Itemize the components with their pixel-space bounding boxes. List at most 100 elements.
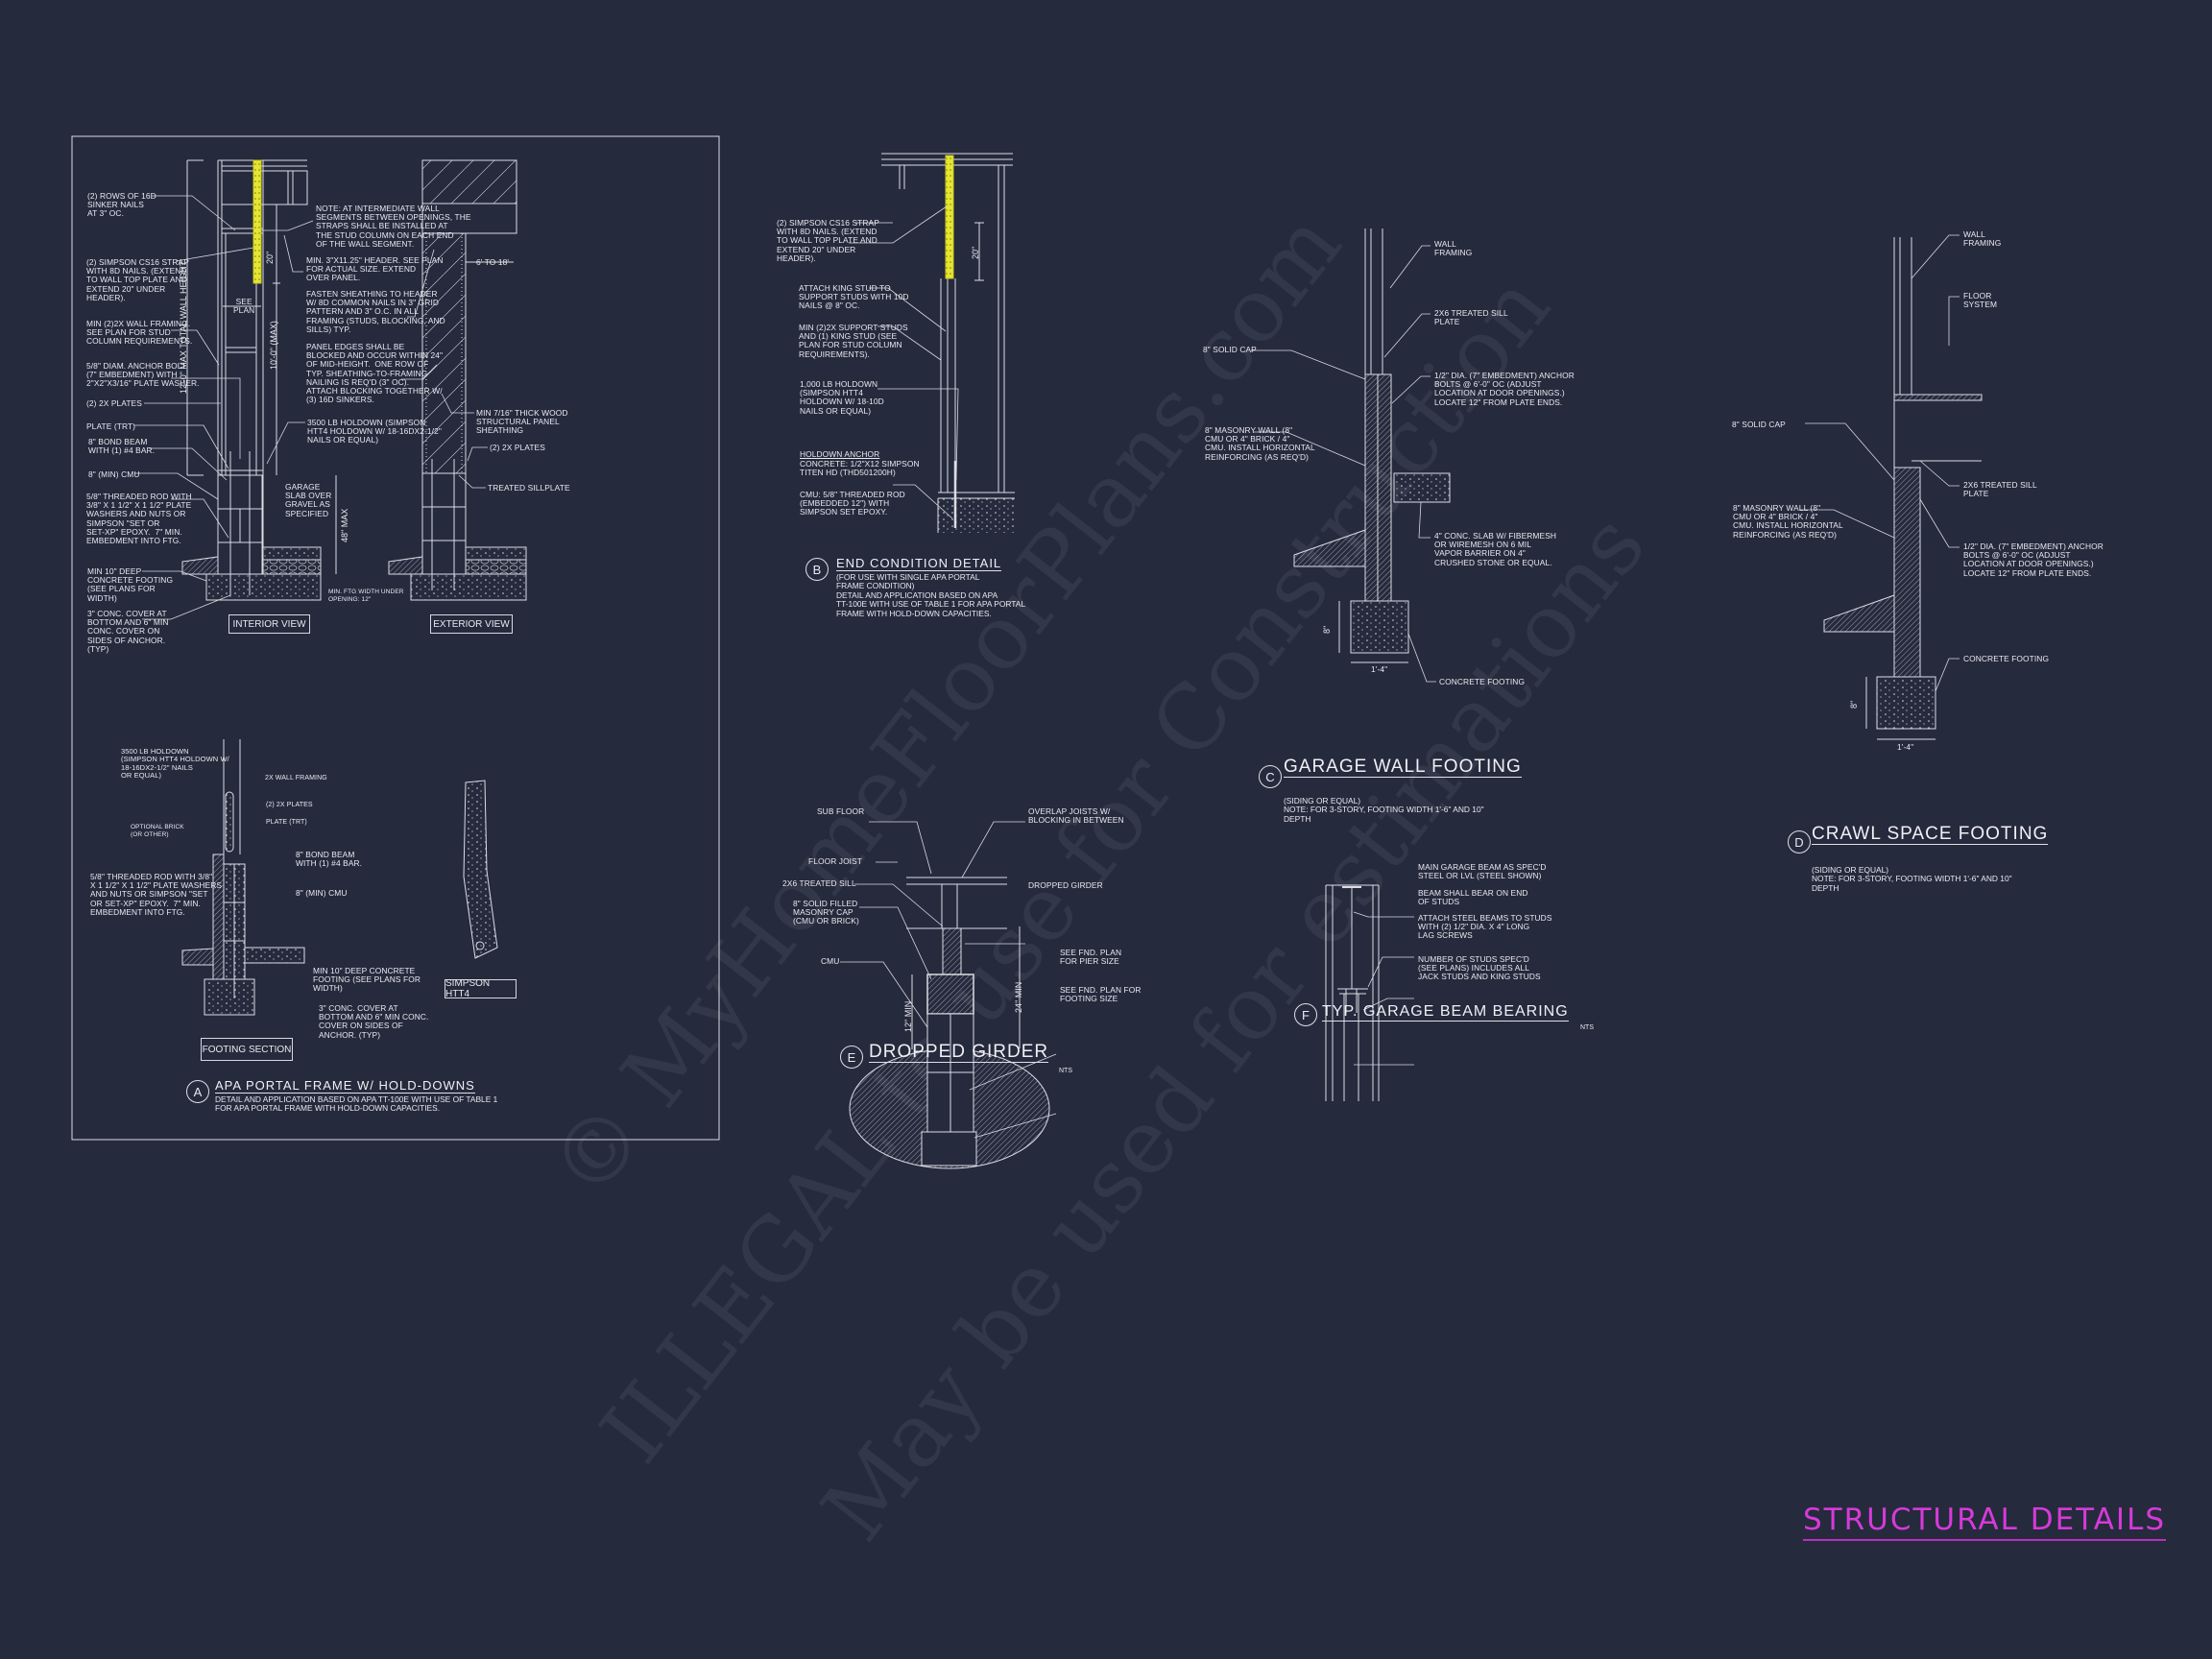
label-treated-sillplate: TREATED SILLPLATE xyxy=(488,483,570,493)
fs-label-conc-cover: 3" CONC. COVER AT BOTTOM AND 6" MIN CONC… xyxy=(319,1003,429,1040)
cs16-strap-interior xyxy=(252,159,262,284)
d-label-concrete-footing: CONCRETE FOOTING xyxy=(1963,654,2050,663)
detail-d-title: CRAWL SPACE FOOTING xyxy=(1812,824,2049,845)
detail-c-marker: C xyxy=(1259,765,1282,788)
d-label-floor-system: FLOOR SYSTEM xyxy=(1963,291,1998,310)
footing-section-tag: FOOTING SECTION xyxy=(201,1038,293,1061)
b-label-holdown-1000: 1,000 LB HOLDOWN (SIMPSON HTT4 HOLDOWN W… xyxy=(800,379,884,416)
garage-beam-bearing-drawing xyxy=(1325,884,1380,1101)
fs-label-bond-beam: 8" BOND BEAM WITH (1) #4 BAR. xyxy=(296,850,363,869)
label-plates: (2) 2x PLATES xyxy=(86,398,142,408)
c-dim-8: 8" xyxy=(1322,625,1332,634)
simpson-htt4-tag: SIMPSON HTT4 xyxy=(445,978,517,999)
dropped-girder-drawing xyxy=(849,877,1050,1169)
detail-b-marker: B xyxy=(805,558,829,581)
detail-c-subtitle: (SIDING OR EQUAL) NOTE: FOR 3-STORY, FOO… xyxy=(1284,796,1484,824)
b-label-support-studs: MIN (2)2X SUPPORT STUDS AND (1) KING STU… xyxy=(799,323,908,359)
fs-label-plate-trt: PLATE (TRT) xyxy=(266,819,307,826)
footing-section-drawing xyxy=(181,739,498,1016)
d-label-wall-framing: WALL FRAMING xyxy=(1963,229,2002,249)
d-dim-8: 8" xyxy=(1849,700,1859,709)
detail-a-marker: A xyxy=(186,1080,209,1103)
f-label-bear-on-studs: BEAM SHALL BEAR ON END OF STUDS xyxy=(1418,888,1528,907)
dim-20-inch: 20" xyxy=(265,251,275,264)
c-label-sill-plate: 2x6 TREATED SILL PLATE xyxy=(1434,308,1508,327)
b-label-king-stud: ATTACH KING STUD TO SUPPORT STUDS WITH 1… xyxy=(799,283,909,311)
c-label-anchor-bolts: 1/2" DIA. (7" EMBEDMENT) ANCHOR BOLTS @ … xyxy=(1434,371,1575,407)
fs-label-threaded-rod: 5/8" THREADED ROD WITH 3/8" x 1 1/2" x 1… xyxy=(90,872,223,917)
e-label-masonry-cap: 8" SOLID FILLED MASONRY CAP (CMU OR BRIC… xyxy=(793,899,859,926)
detail-e-nts: NTS xyxy=(1059,1068,1072,1074)
label-panel-edges: PANEL EDGES SHALL BE BLOCKED AND OCCUR W… xyxy=(306,342,444,405)
c-label-masonry-wall: 8" MASONRY WALL (8" CMU OR 4" BRICK / 4"… xyxy=(1205,425,1315,462)
sheet-title: STRUCTURAL DETAILS xyxy=(1803,1503,2167,1541)
e-label-treated-sill: 2x6 TREATED SILL xyxy=(782,878,856,888)
f-label-number-studs: NUMBER OF STUDS SPEC'D (SEE PLANS) INCLU… xyxy=(1418,954,1541,982)
fs-label-plates: (2) 2x PLATES xyxy=(266,802,313,808)
d-label-anchor-bolts: 1/2" DIA. (7" EMBEDMENT) ANCHOR BOLTS @ … xyxy=(1963,541,2104,578)
fs-label-optional-brick: OPTIONAL BRICK (OR OTHER) xyxy=(131,824,184,838)
detail-d-subtitle: (SIDING OR EQUAL) NOTE: FOR 3-STORY, FOO… xyxy=(1812,865,2012,893)
detail-e-title: DROPPED GIRDER xyxy=(869,1042,1049,1063)
label-min-footing: MIN 10" DEEP CONCRETE FOOTING (SEE PLANS… xyxy=(87,566,174,603)
c-label-conc-slab: 4" CONC. SLAB w/ FIBERMESH OR WIREMESH O… xyxy=(1434,531,1557,567)
detail-a-subtitle: DETAIL AND APPLICATION BASED ON APA TT-1… xyxy=(215,1094,498,1114)
dim-10ft-max: 10'-0" (MAX) xyxy=(269,321,278,370)
detail-f-marker: F xyxy=(1294,1003,1317,1026)
e-dim-12-min: 12" MIN xyxy=(903,1000,913,1032)
label-plates-ext: (2) 2x PLATES xyxy=(490,443,545,452)
detail-e-marker: E xyxy=(840,1046,863,1069)
e-dim-24-min: 24" MIN xyxy=(1014,981,1023,1013)
c-label-wall-framing: WALL FRAMING xyxy=(1434,239,1473,258)
cs16-strap-end xyxy=(945,155,954,279)
e-label-dropped-girder: DROPPED GIRDER xyxy=(1028,880,1103,890)
e-label-sub-floor: SUB FLOOR xyxy=(817,806,865,816)
e-label-overlap-joists: OVERLAP JOISTS W/ BLOCKING IN BETWEEN xyxy=(1028,806,1124,826)
interior-view-tag: INTERIOR VIEW xyxy=(228,614,310,634)
label-wall-framing: MIN (2)2X WALL FRAMING. SEE PLAN FOR STU… xyxy=(86,319,193,347)
e-label-floor-joist: FLOOR JOIST xyxy=(808,856,863,866)
label-anchor-bolt: 5/8" DIAM. ANCHOR BOLT (7" EMBEDMENT) WI… xyxy=(86,361,200,389)
end-condition-drawing xyxy=(881,153,1015,533)
label-min-ftg-width: MIN. FTG WIDTH UNDER OPENING: 12" xyxy=(328,589,404,603)
detail-a-frame xyxy=(71,135,720,1141)
crawl-space-footing-drawing xyxy=(1823,237,1983,740)
d-label-solid-cap: 8" SOLID CAP xyxy=(1732,420,1786,429)
e-label-cmu: CMU xyxy=(821,956,840,966)
detail-f-title: TYP. GARAGE BEAM BEARING xyxy=(1322,1003,1569,1022)
e-label-pier-size: SEE FND. PLAN FOR PIER SIZE xyxy=(1060,948,1122,967)
label-garage-slab: GARAGE SLAB OVER GRAVEL AS SPECIFIED xyxy=(285,482,332,518)
fs-label-cmu: 8" (MIN) CMU xyxy=(296,888,348,898)
detail-b-title: END CONDITION DETAIL xyxy=(836,556,1002,571)
c-dim-width: 1'-4" xyxy=(1371,664,1388,674)
b-label-anchor-concrete: CONCRETE: 1/2"x12 SIMPSON TITEN HD (THD5… xyxy=(800,459,920,478)
label-see-plan: SEE PLAN xyxy=(233,297,255,316)
label-fasten-sheathing: FASTEN SHEATHING TO HEADER W/ 8d COMMON … xyxy=(306,289,445,334)
exterior-view-tag: EXTERIOR VIEW xyxy=(430,614,513,634)
detail-c-title: GARAGE WALL FOOTING xyxy=(1284,757,1522,778)
f-label-attach-beams: ATTACH STEEL BEAMS TO STUDS WITH (2) 1/2… xyxy=(1418,913,1552,941)
detail-d-marker: D xyxy=(1788,830,1811,854)
b-label-holdown-anchor: HOLDOWN ANCHOR xyxy=(800,449,880,459)
d-label-masonry-wall: 8" MASONRY WALL (8" CMU OR 4" BRICK / 4"… xyxy=(1733,503,1843,540)
label-note-intermediate: NOTE: AT INTERMEDIATE WALL SEGMENTS BETW… xyxy=(316,204,471,249)
b-label-anchor-cmu: CMU: 5/8" THREADED ROD (EMBEDDED 12") WI… xyxy=(800,490,905,517)
exterior-view-drawing xyxy=(388,159,527,601)
detail-b-subtitle: (FOR USE WITH SINGLE APA PORTAL FRAME CO… xyxy=(836,572,1026,618)
detail-a-title: APA PORTAL FRAME W/ HOLD-DOWNS xyxy=(215,1078,475,1094)
label-6-to-18: 6' TO 18' xyxy=(476,257,510,267)
fs-label-wall-framing: 2X WALL FRAMING xyxy=(265,775,327,781)
b-dim-20: 20" xyxy=(971,246,980,259)
label-rows-nails: (2) ROWS OF 16d SINKER NAILS AT 3" OC. xyxy=(87,191,156,219)
label-cs16-strap: (2) SIMPSON CS16 STRAP WITH 8d NAILS. (E… xyxy=(86,257,189,302)
fs-label-holdown: 3500 LB HOLDOWN (SIMPSON HTT4 HOLDOWN W/… xyxy=(121,747,229,781)
f-label-main-beam: MAIN GARAGE BEAM AS SPEC'D STEEL OR LVL … xyxy=(1418,862,1547,881)
label-bond-beam: 8" BOND BEAM WITH (1) #4 BAR. xyxy=(88,437,156,456)
e-label-footing-size: SEE FND. PLAN FOR FOOTING SIZE xyxy=(1060,985,1142,1004)
label-conc-cover: 3" CONC. COVER AT BOTTOM AND 6" MIN CONC… xyxy=(87,609,169,654)
dim-48-max: 48" MAX xyxy=(340,508,349,542)
c-label-solid-cap: 8" SOLID CAP xyxy=(1203,345,1257,354)
label-plate-trt: PLATE (TRT) xyxy=(86,421,136,431)
